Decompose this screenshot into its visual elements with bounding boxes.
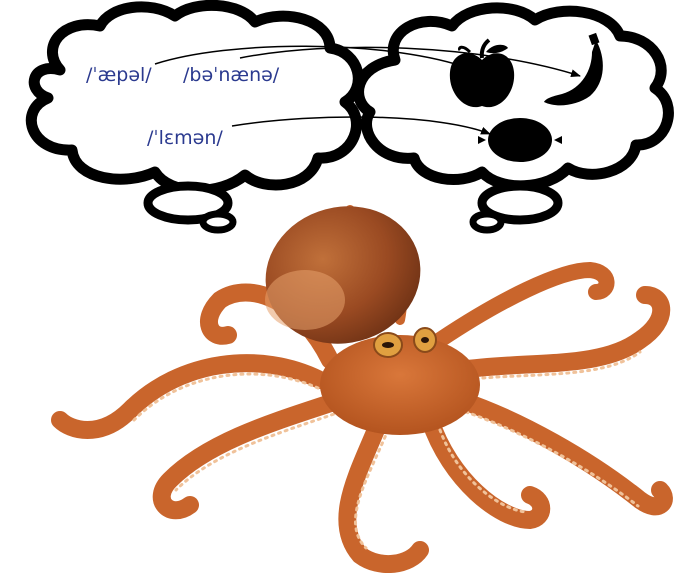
ipa-word-lemon: /ˈlɛmən/ [147, 129, 223, 148]
ipa-word-banana: /bəˈnænə/ [183, 66, 279, 85]
apple-icon [450, 40, 514, 107]
octopus-mantle [250, 189, 436, 361]
left-thought-bubble-small [203, 214, 233, 230]
octopus-illustration [60, 189, 664, 564]
left-cloud-outline [31, 5, 358, 190]
ipa-word-apple: /ˈæpəl/ [86, 66, 152, 85]
right-thought-bubble-small [473, 214, 501, 230]
